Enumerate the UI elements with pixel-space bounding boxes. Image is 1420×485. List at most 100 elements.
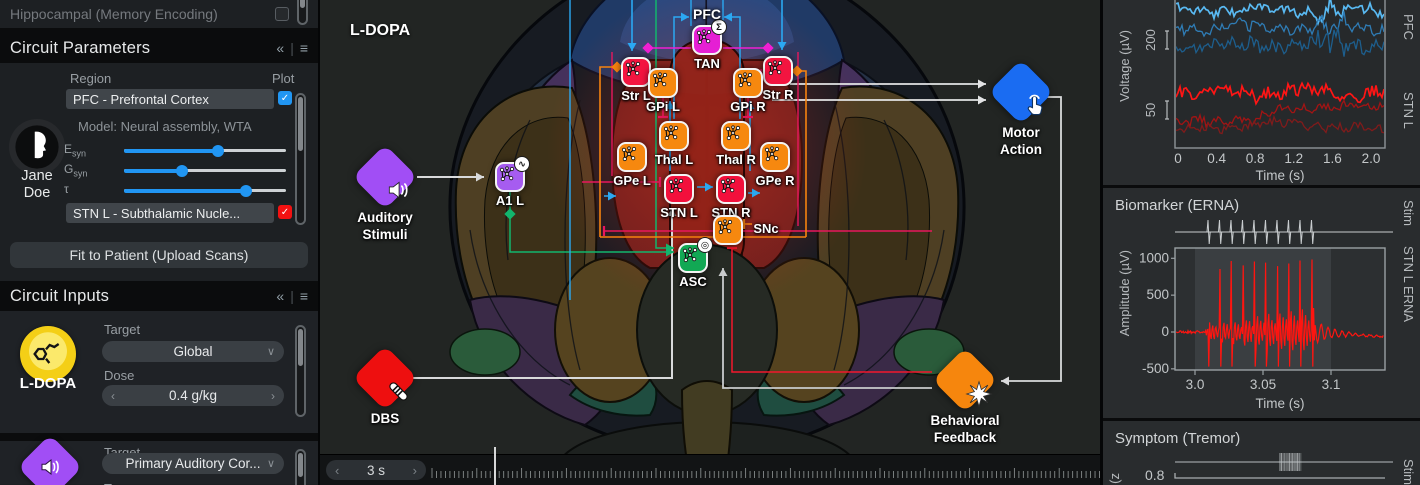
node-stn-l[interactable] — [664, 174, 694, 204]
node-label-a1-l: A1 L — [495, 193, 525, 208]
model-text: Model: Neural assembly, WTA — [78, 119, 252, 134]
input-scrollbar[interactable] — [295, 325, 306, 417]
node-str-l[interactable] — [621, 57, 651, 87]
voltage-y-axis-label: Voltage (µV) — [1117, 30, 1132, 102]
region-select[interactable]: PFC - Prefrontal Cortex — [66, 89, 274, 109]
stepper-next-icon[interactable]: › — [271, 388, 275, 403]
parameter-slider[interactable] — [124, 184, 286, 197]
dbs-label: DBS — [370, 411, 400, 426]
symptom-title: Symptom (Tremor) — [1115, 430, 1241, 447]
parameter-slider[interactable] — [124, 144, 286, 157]
node-gpi-r[interactable] — [733, 68, 763, 98]
node-thal-l[interactable] — [659, 121, 689, 151]
svg-text:3.05: 3.05 — [1250, 377, 1276, 392]
svg-text:50: 50 — [1143, 103, 1158, 117]
voltage-right-label-stnl: STN L — [1401, 92, 1416, 129]
svg-text:0.4: 0.4 — [1207, 151, 1226, 166]
node-tan[interactable]: Σ — [692, 19, 727, 55]
row-scrollbar[interactable] — [297, 0, 308, 25]
node-gpe-l[interactable] — [617, 142, 647, 172]
erna-right-label-stim: Stim — [1401, 200, 1416, 226]
slider-knob[interactable] — [239, 184, 252, 197]
node-label-stn-l: STN L — [660, 205, 698, 220]
profile-icon — [15, 125, 59, 169]
svg-text:1.6: 1.6 — [1323, 151, 1342, 166]
node-gpi-l[interactable] — [648, 68, 678, 98]
slider-label: Esyn — [64, 142, 87, 159]
target-select[interactable]: Primary Auditory Cor... ∨ — [102, 453, 284, 474]
node-stn-r[interactable] — [716, 174, 746, 204]
circuit-inputs-header: Circuit Inputs « | ≡ — [0, 281, 318, 311]
node-label-gpe-l: GPe L — [613, 173, 651, 188]
avatar[interactable] — [9, 119, 65, 175]
stepper-prev-icon[interactable]: ‹ — [111, 388, 115, 403]
time-window-stepper[interactable]: ‹ 3 s › — [326, 460, 426, 480]
plot-checkbox-hippocampal[interactable] — [275, 7, 289, 21]
svg-text:0: 0 — [1174, 151, 1182, 166]
svg-text:2.0: 2.0 — [1362, 151, 1381, 166]
tremor-y-axis-label-fragment: (z — [1107, 473, 1122, 484]
svg-text:0.8: 0.8 — [1246, 151, 1265, 166]
chevron-down-icon: ∨ — [266, 458, 275, 470]
node-gpe-r[interactable] — [760, 142, 790, 172]
svg-text:3.1: 3.1 — [1322, 377, 1341, 392]
behavioral-feedback-node[interactable] — [932, 347, 998, 413]
divider — [0, 28, 318, 33]
erna-right-label-trace: STN L ERNA — [1401, 246, 1416, 323]
plot-column-label: Plot — [272, 71, 295, 86]
svg-text:Time (s): Time (s) — [1256, 396, 1305, 411]
svg-text:3.0: 3.0 — [1186, 377, 1205, 392]
svg-text:Time (s): Time (s) — [1256, 168, 1305, 183]
timeline-ruler[interactable] — [428, 455, 1100, 485]
node-label-pfc[interactable]: PFC — [693, 6, 721, 22]
input-row-auditory: Target Primary Auditory Cor... ∨ Type — [0, 434, 318, 485]
timeline-bar[interactable]: ‹ 3 s › — [320, 454, 1100, 485]
svg-text:500: 500 — [1146, 287, 1169, 302]
target-select[interactable]: Global ∨ — [102, 341, 284, 362]
user-first-name: Jane — [21, 168, 53, 184]
input-name: L-DOPA — [19, 375, 77, 392]
slider-knob[interactable] — [176, 164, 189, 177]
layer-row-hippocampal[interactable]: Hippocampal (Memory Encoding) — [0, 0, 318, 28]
node-label-snc: SNc — [753, 221, 779, 236]
divider-icon: | — [290, 40, 294, 56]
dbs-node[interactable] — [352, 345, 418, 411]
auditory-stimuli-node[interactable] — [352, 144, 418, 210]
ldopa-molecule-icon[interactable] — [20, 326, 76, 382]
dose-stepper[interactable]: ‹ 0.4 g/kg › — [102, 385, 284, 406]
prev-window-icon[interactable]: ‹ — [335, 462, 340, 478]
menu-icon[interactable]: ≡ — [299, 288, 308, 304]
node-asc[interactable]: ◎ — [678, 237, 713, 273]
region-select-stn[interactable]: STN L - Subthalamic Nucle... — [66, 203, 274, 223]
motor-action-node[interactable] — [988, 59, 1054, 125]
plot-checkbox-stn[interactable]: ✓ — [278, 205, 292, 219]
slider-knob[interactable] — [211, 144, 224, 157]
sidebar: Hippocampal (Memory Encoding) Circuit Pa… — [0, 0, 320, 485]
node-a1-l[interactable]: ∿ — [495, 156, 530, 192]
parameters-scrollbar[interactable] — [295, 93, 306, 225]
node-snc[interactable] — [713, 215, 743, 245]
node-str-r[interactable] — [763, 56, 793, 86]
input-scrollbar[interactable] — [295, 449, 306, 485]
plot-checkbox-pfc[interactable]: ✓ — [278, 91, 292, 105]
menu-icon[interactable]: ≡ — [299, 40, 308, 56]
tremor-right-label-stim: Stim — [1401, 459, 1416, 485]
biomarker-title: Biomarker (ERNA) — [1115, 197, 1240, 214]
next-window-icon[interactable]: › — [412, 462, 417, 478]
playhead[interactable] — [494, 447, 496, 485]
node-thal-r[interactable] — [721, 121, 751, 151]
collapse-icon[interactable]: « — [276, 288, 285, 304]
fit-to-patient-button[interactable]: Fit to Patient (Upload Scans) — [10, 242, 308, 268]
circuit-parameters-body: Jane Doe Region Plot PFC - Prefrontal Co… — [0, 63, 318, 239]
parameter-slider[interactable] — [124, 164, 286, 177]
svg-text:1.2: 1.2 — [1284, 151, 1303, 166]
speaker-icon[interactable] — [17, 434, 83, 485]
svg-text:1000: 1000 — [1139, 250, 1169, 265]
collapse-icon[interactable]: « — [276, 40, 285, 56]
node-label-str-r: Str R — [762, 87, 794, 102]
